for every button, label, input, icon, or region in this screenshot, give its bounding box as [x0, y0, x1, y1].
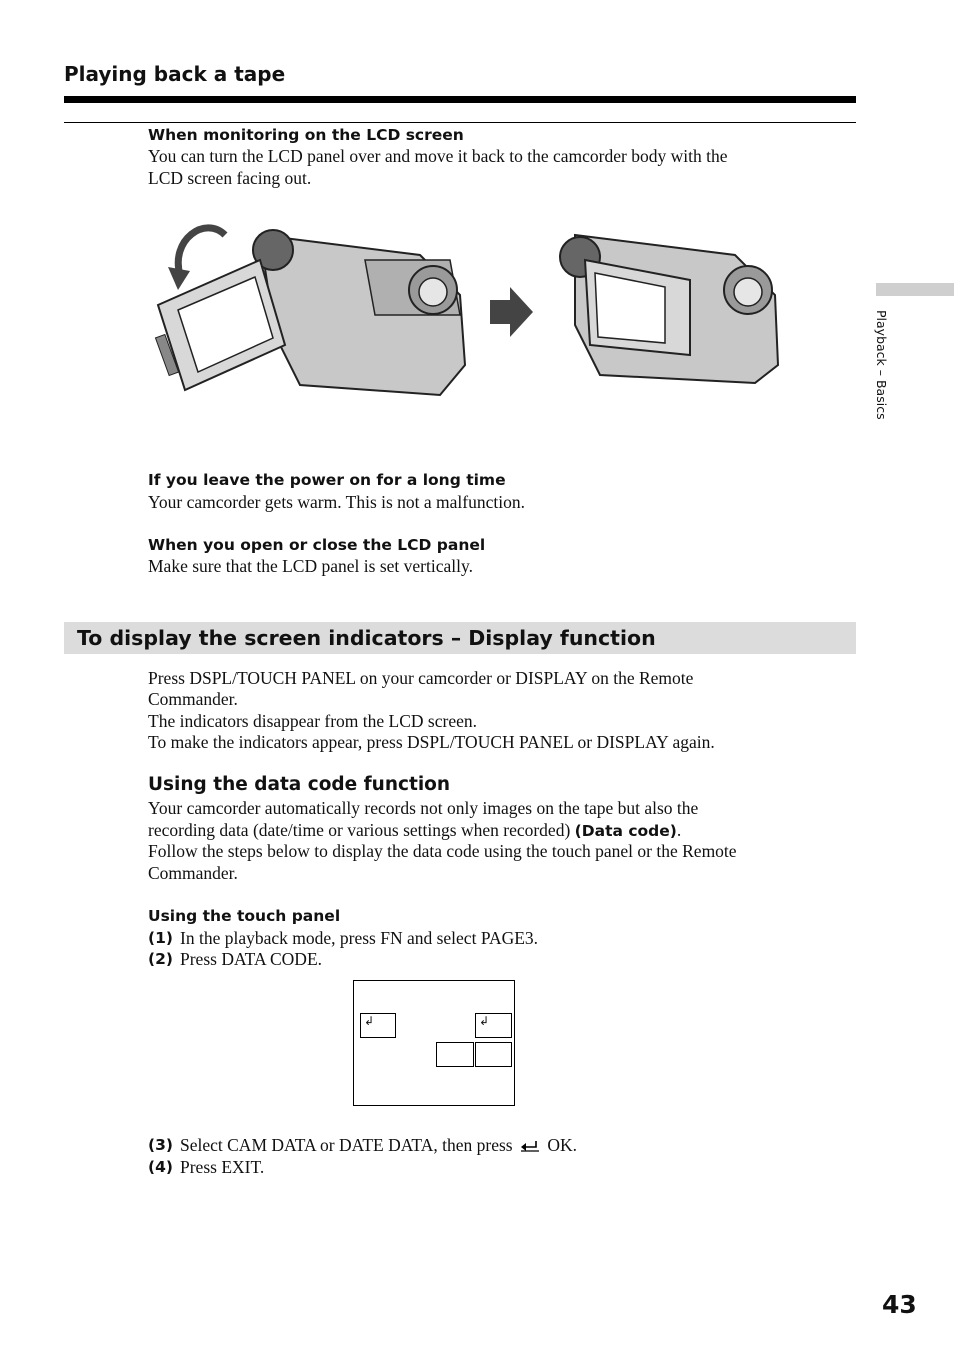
touch-screen-diagram: ↲ ↲ [353, 980, 515, 1106]
data-code-line: Your camcorder automatically records not… [148, 798, 699, 818]
camcorder-open-panel-drawing [154, 224, 467, 397]
step-text: Press DATA CODE. [180, 949, 323, 969]
header-rule-thin [64, 122, 856, 123]
screen-blank-button-1 [436, 1042, 474, 1067]
camcorder-closed-panel-drawing [559, 233, 780, 385]
camcorder-illustration [154, 224, 780, 397]
step-item: (2) Press DATA CODE. [148, 949, 322, 970]
step-text: Select CAM DATA or DATE DATA, then press… [180, 1135, 577, 1155]
return-icon: ↲ [364, 1014, 375, 1028]
step-number: (1) [148, 929, 173, 947]
screen-return-button-left: ↲ [360, 1013, 396, 1038]
lcd-monitoring-line-1: You can turn the LCD panel over and move… [148, 146, 728, 166]
display-function-line: The indicators disappear from the LCD sc… [148, 711, 477, 731]
display-function-line: Commander. [148, 689, 238, 709]
display-function-line: Press DSPL/TOUCH PANEL on your camcorder… [148, 668, 694, 688]
step-text: In the playback mode, press FN and selec… [180, 928, 539, 948]
sidebar-tab-marker [876, 283, 954, 296]
section-title-bar [64, 622, 856, 654]
screen-blank-button-2 [475, 1042, 512, 1067]
lcd-monitoring-line-2: LCD screen facing out. [148, 168, 312, 188]
screen-return-button-right: ↲ [475, 1013, 512, 1038]
open-close-text: Make sure that the LCD panel is set vert… [148, 556, 473, 576]
data-code-heading: Using the data code function [148, 774, 451, 795]
data-code-line: Commander. [148, 863, 238, 883]
step-item: (1) In the playback mode, press FN and s… [148, 928, 538, 949]
return-icon: ↲ [479, 1014, 490, 1028]
page-number: 43 [882, 1290, 917, 1319]
lcd-monitoring-heading: When monitoring on the LCD screen [148, 126, 464, 144]
display-function-title: To display the screen indicators – Displ… [77, 626, 656, 650]
return-icon [520, 1141, 539, 1152]
display-function-line: To make the indicators appear, press DSP… [148, 732, 715, 752]
touch-panel-heading: Using the touch panel [148, 907, 341, 925]
rotation-arrow-icon [174, 224, 228, 276]
power-text: Your camcorder gets warm. This is not a … [148, 492, 525, 512]
step-item: (4) Press EXIT. [148, 1157, 264, 1178]
step-text: Press EXIT. [180, 1157, 265, 1177]
data-code-line: Follow the steps below to display the da… [148, 841, 737, 861]
header-rule-thick [64, 96, 856, 103]
open-close-heading: When you open or close the LCD panel [148, 536, 486, 554]
power-heading: If you leave the power on for a long tim… [148, 471, 506, 489]
step-item: (3) Select CAM DATA or DATE DATA, then p… [148, 1135, 577, 1156]
step-number: (2) [148, 950, 173, 968]
step-number: (4) [148, 1158, 173, 1176]
arrow-right-icon [490, 287, 533, 337]
data-code-bold-term: (Data code) [574, 822, 677, 840]
sidebar-section-label: Playback – Basics [874, 310, 889, 420]
step-number: (3) [148, 1136, 173, 1154]
data-code-line: recording data (date/time or various set… [148, 820, 682, 840]
page-title: Playing back a tape [64, 62, 286, 86]
